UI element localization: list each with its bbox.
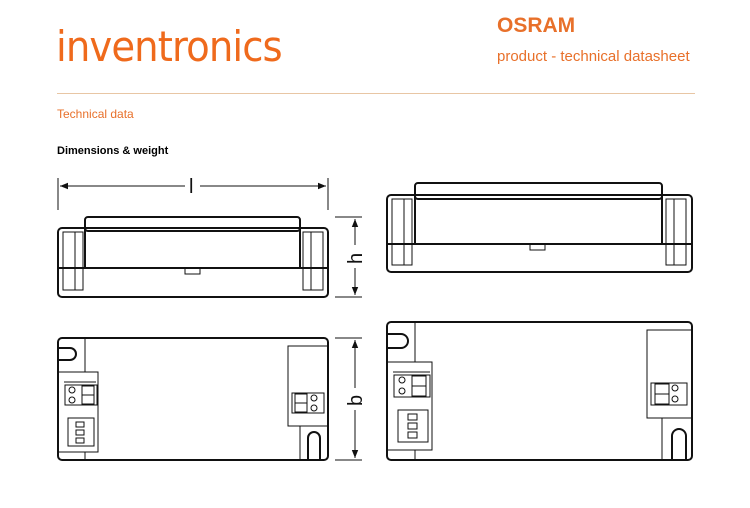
top-view-large [386, 321, 693, 461]
osram-brand: OSRAM [497, 14, 576, 37]
document-subtitle: product - technical datasheet [497, 48, 690, 65]
length-label: l [189, 176, 193, 198]
section-title: Technical data [57, 107, 134, 121]
header-divider [57, 93, 695, 94]
inventronics-logo: inventronics [56, 22, 283, 71]
length-dimension: l [57, 176, 329, 210]
top-view-small [57, 337, 329, 461]
width-dimension: b [335, 337, 367, 461]
terminal-block [64, 384, 98, 406]
width-label: b [345, 395, 367, 406]
side-view-small [57, 216, 329, 298]
side-view-large [386, 182, 693, 273]
subsection-title: Dimensions & weight [57, 145, 169, 157]
height-label: h [345, 253, 367, 264]
height-dimension: h [335, 216, 367, 298]
